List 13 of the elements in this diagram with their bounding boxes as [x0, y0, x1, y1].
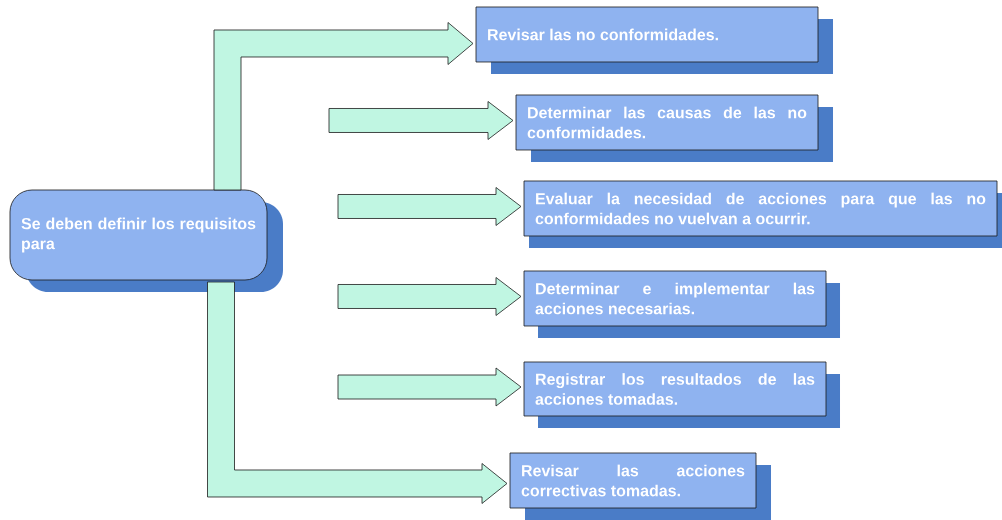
process-box: Determinar e implementar las acciones necesarias. — [523, 270, 840, 338]
block-arrow — [337, 367, 522, 407]
block-arrow — [328, 101, 514, 140]
block-arrow — [213, 22, 474, 191]
process-box: Revisar las no conformidades. — [475, 6, 833, 74]
block-arrow — [337, 187, 522, 226]
rounded-box: Se deben definir los requisitos para — [9, 189, 283, 292]
process-box: Evaluar la necesidad de acciones para que las no conformidades no vuelvan a ocurrir. — [523, 180, 1002, 248]
block-arrow — [207, 281, 508, 504]
block-arrow — [337, 277, 522, 316]
process-box: Registrar los resultados de las acciones tomadas. — [523, 361, 840, 428]
process-box: Revisar las acciones correctivas tomadas. — [509, 452, 771, 520]
process-box: Determinar las causas de las no conformidades. — [515, 94, 833, 162]
